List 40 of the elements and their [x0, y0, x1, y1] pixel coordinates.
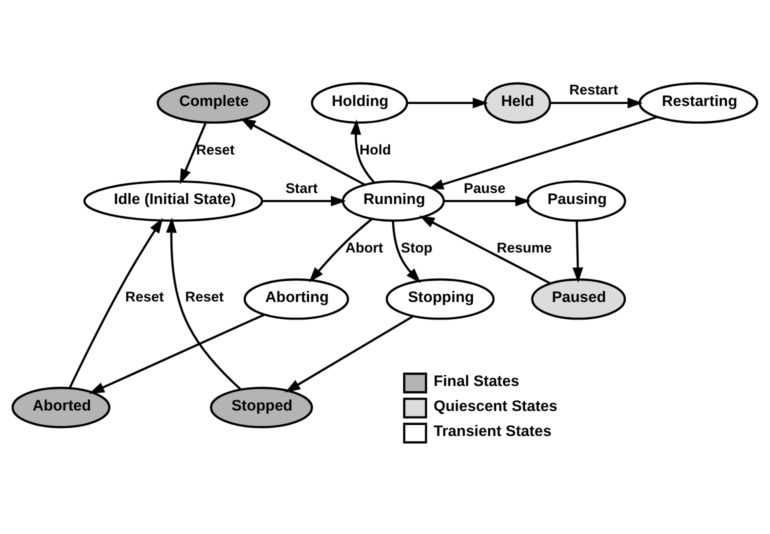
- node-ellipse: Stopping: [386, 278, 495, 320]
- node-ellipse: Stopped: [210, 386, 313, 428]
- edge-label: Reset: [185, 289, 224, 306]
- arrow: [407, 97, 488, 108]
- node-ellipse: Pausing: [526, 180, 626, 222]
- node-ellipse: Idle (Initial State): [83, 180, 264, 222]
- arrow: [89, 313, 265, 394]
- node-ellipse: Restarting: [638, 82, 758, 124]
- node-ellipse: Complete: [156, 82, 270, 124]
- arrow: [550, 97, 643, 108]
- node-ellipse: Holding: [310, 82, 408, 124]
- arrow: [166, 216, 242, 390]
- legend-label: Quiescent States: [434, 398, 558, 414]
- arrow: [284, 314, 414, 392]
- arrow: [428, 115, 658, 189]
- arrow: [572, 220, 584, 282]
- edge-label: Start: [285, 180, 318, 196]
- arrow: [240, 118, 366, 186]
- edge-label: Hold: [360, 142, 391, 158]
- edge-label: Resume: [496, 240, 552, 256]
- arrow: [444, 195, 531, 206]
- arrow: [180, 122, 207, 184]
- arrow: [262, 195, 346, 206]
- legend-label: Transient States: [434, 422, 552, 440]
- legend-label: Final States: [434, 372, 520, 390]
- arrow: [419, 215, 551, 284]
- edge-label: Reset: [196, 142, 235, 158]
- arrow: [68, 217, 163, 388]
- node-ellipse: Held: [484, 82, 552, 124]
- arrow: [392, 220, 421, 283]
- node-ellipse: Paused: [531, 278, 626, 320]
- edge-label: Abort: [345, 240, 384, 256]
- edge-label: Reset: [125, 289, 164, 306]
- node-ellipse: Aborting: [244, 278, 350, 320]
- edge-label: Restart: [569, 82, 618, 98]
- edge-label: Pause: [464, 180, 506, 196]
- arrow: [309, 218, 372, 282]
- arrow: [350, 118, 376, 184]
- node-ellipse: Aborted: [12, 386, 110, 428]
- edge-label: Stop: [400, 240, 432, 256]
